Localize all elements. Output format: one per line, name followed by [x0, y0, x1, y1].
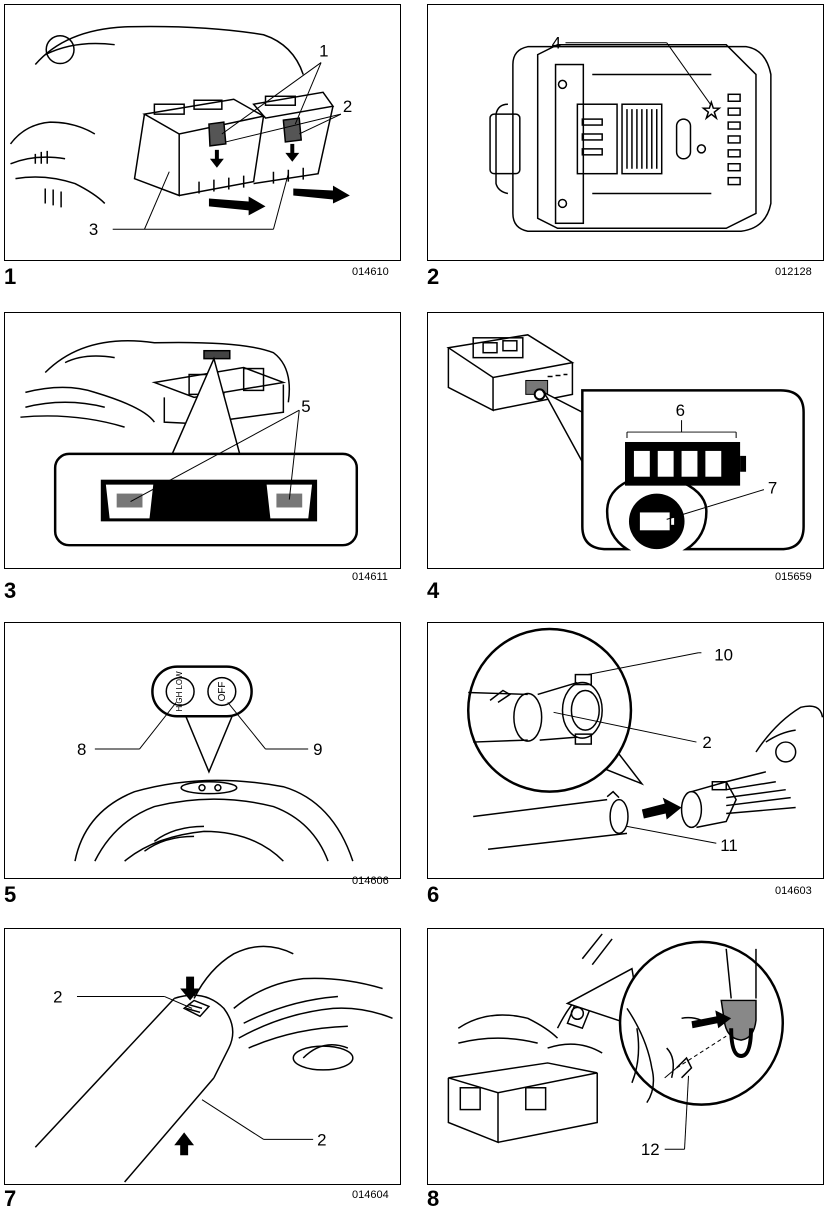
- figure-5-high-low-label: HIGH LOW: [175, 671, 184, 712]
- figure-4-illustration: 6 7: [446, 334, 805, 551]
- figure-6-panel: 10 2 11: [427, 622, 824, 879]
- figure-1-callout-1: 1: [319, 42, 328, 61]
- figure-5-off-label: OFF: [217, 682, 228, 702]
- figure-1-illustration: 1 2 3: [9, 25, 352, 239]
- figure-3-code: 014611: [352, 571, 388, 583]
- figure-6-callout-10: 10: [714, 646, 733, 665]
- figure-1-callout-2: 2: [343, 97, 352, 116]
- figure-5-callout-8: 8: [77, 740, 86, 759]
- figure-5-number: 5: [4, 882, 17, 907]
- figure-2-number: 2: [427, 264, 440, 289]
- figure-6-callout-11: 11: [720, 836, 738, 855]
- figure-8-callout-12: 12: [641, 1140, 660, 1159]
- figure-2-panel: 4: [427, 4, 824, 261]
- figure-6-code: 014603: [775, 885, 812, 897]
- figure-5-code: 014606: [352, 875, 389, 887]
- figure-8-illustration: 12: [447, 933, 785, 1159]
- figure-1-callout-3: 3: [89, 220, 98, 239]
- figure-2-callout-4: 4: [552, 34, 561, 53]
- figure-6-number: 6: [427, 882, 440, 907]
- figure-1-code: 014610: [352, 266, 389, 278]
- figure-7-callout-2-top: 2: [53, 987, 62, 1006]
- figure-7-code: 014604: [352, 1189, 389, 1201]
- figure-1-number: 1: [4, 264, 17, 289]
- figure-3-panel: 5: [4, 312, 401, 569]
- figure-3-callout-5: 5: [301, 397, 310, 416]
- figure-7-panel: 2 2: [4, 928, 401, 1185]
- figure-4-callout-7: 7: [768, 479, 777, 498]
- figure-4-panel: 6 7: [427, 312, 824, 569]
- figure-6-illustration: 10 2 11: [466, 627, 823, 855]
- figure-3-number: 3: [4, 578, 17, 603]
- figure-5-callout-9: 9: [313, 740, 322, 759]
- figure-6-callout-2: 2: [702, 733, 711, 752]
- figure-5-panel: HIGH LOW OFF 8 9: [4, 622, 401, 879]
- figure-5-illustration: HIGH LOW OFF 8 9: [74, 665, 354, 862]
- figure-7-illustration: 2 2: [34, 945, 393, 1183]
- figure-1-panel: 1 2 3: [4, 4, 401, 261]
- figure-3-illustration: 5: [20, 340, 359, 547]
- figure-2-code: 012128: [775, 266, 812, 278]
- figure-7-number: 7: [4, 1186, 17, 1211]
- figure-2-illustration: 4: [489, 34, 772, 232]
- figure-4-number: 4: [427, 578, 440, 603]
- figure-8-number: 8: [427, 1186, 440, 1211]
- figure-7-callout-2-bottom: 2: [317, 1130, 326, 1149]
- figure-4-code: 015659: [775, 571, 812, 583]
- figure-4-callout-6: 6: [676, 401, 685, 420]
- figure-8-panel: 12: [427, 928, 824, 1185]
